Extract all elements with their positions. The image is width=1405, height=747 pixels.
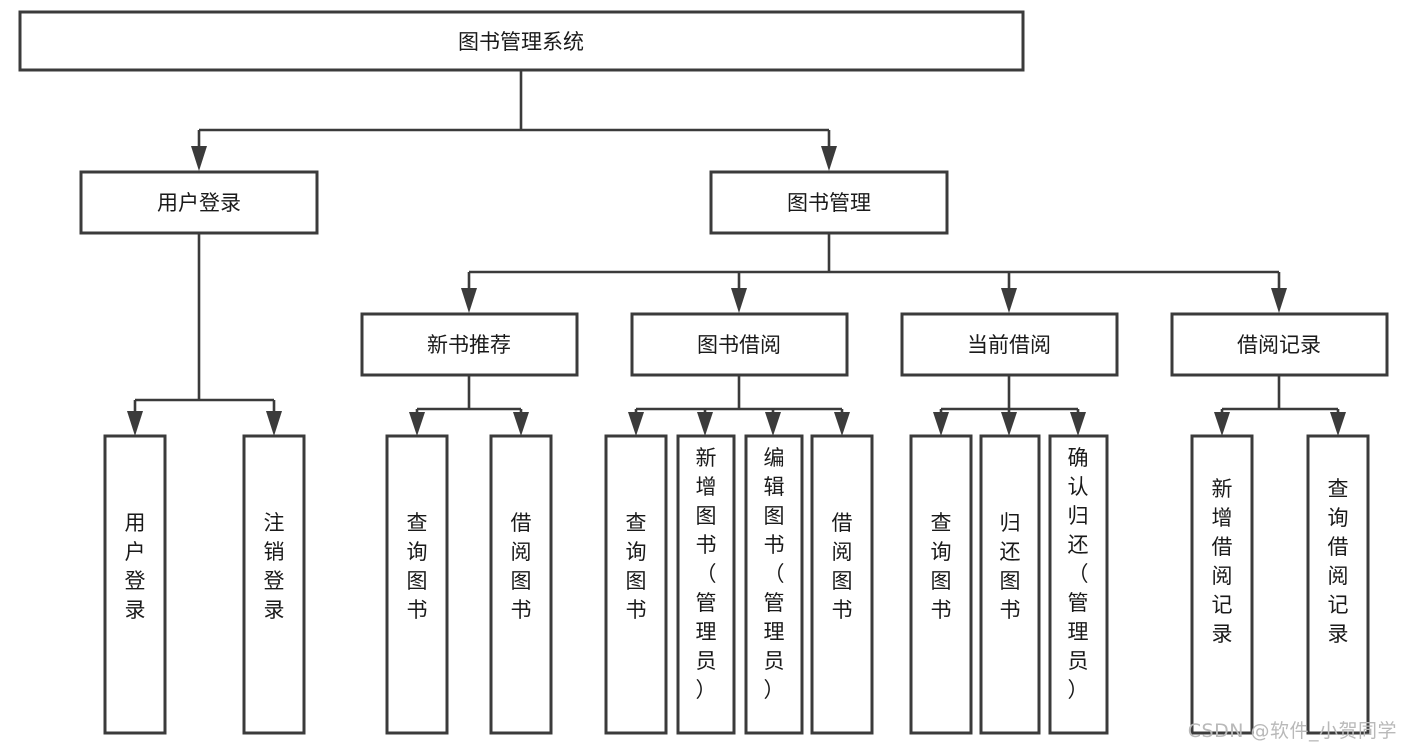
- leaf-add-book-label: 新增图书（管理员）: [696, 446, 717, 702]
- arrow-head-return-book: [1001, 412, 1017, 436]
- leaf-query-book-1-label: 查询图书: [407, 511, 428, 622]
- arrow-head-borrow-book-2: [834, 412, 850, 436]
- node-borrow-record-box[interactable]: [1170, 312, 1389, 377]
- arrow-head-confirm-return: [1070, 412, 1086, 436]
- arrow-head-query-book-1: [409, 412, 425, 436]
- leaf-query-record-label: 查询借阅记录: [1328, 477, 1349, 646]
- node-root-box[interactable]: [18, 10, 1025, 72]
- leaf-confirm-return-label: 确认归还（管理员）: [1068, 446, 1089, 702]
- node-book-manage[interactable]: 图书管理: [709, 170, 949, 235]
- node-new-book-recommend-label: 新书推荐: [427, 333, 511, 357]
- connector-group-root: [191, 71, 837, 171]
- csdn-watermark: CSDN @软件_小贺同学: [1187, 720, 1397, 742]
- leaf-add-record-label: 新增借阅记录: [1212, 477, 1233, 646]
- leaf-logout-login[interactable]: 注销登录: [242, 434, 306, 735]
- arrow-head-leaf-user-login: [127, 411, 143, 436]
- leaf-query-book-3[interactable]: 查询图书: [909, 434, 973, 735]
- leaf-add-record-box[interactable]: [1190, 434, 1254, 735]
- leaf-query-record[interactable]: 查询借阅记录: [1306, 434, 1370, 735]
- leaf-borrow-book-1-label: 借阅图书: [511, 511, 532, 622]
- node-user-login-label: 用户登录: [157, 191, 241, 215]
- arrow-head-query-book-3: [933, 412, 949, 436]
- leaf-edit-book-box[interactable]: [744, 434, 804, 735]
- arrow-head-borrowrecord: [1271, 288, 1287, 313]
- leaf-user-login[interactable]: 用户登录: [103, 434, 167, 735]
- leaf-borrow-book-2[interactable]: 借阅图书: [810, 434, 874, 735]
- arrow-head-borrow-book-1: [513, 412, 529, 436]
- leaf-edit-book[interactable]: 编辑图书（管理员）: [744, 434, 804, 735]
- node-borrow-record[interactable]: 借阅记录: [1170, 312, 1389, 377]
- node-book-manage-label: 图书管理: [787, 191, 871, 215]
- connector-group-bookborrow: [628, 375, 850, 436]
- connector-group-newbook: [409, 375, 529, 436]
- node-user-login-box[interactable]: [79, 170, 319, 235]
- leaf-query-book-1[interactable]: 查询图书: [385, 434, 449, 735]
- leaf-return-book-label: 归还图书: [1000, 511, 1021, 622]
- node-book-borrow[interactable]: 图书借阅: [630, 312, 849, 377]
- node-book-borrow-label: 图书借阅: [697, 333, 781, 357]
- arrow-head-currentborrow: [1001, 288, 1017, 313]
- leaf-query-book-2-box[interactable]: [604, 434, 668, 735]
- leaf-add-record[interactable]: 新增借阅记录: [1190, 434, 1254, 735]
- arrow-head-edit-book: [765, 412, 781, 436]
- node-current-borrow-box[interactable]: [900, 312, 1119, 377]
- node-borrow-record-label: 借阅记录: [1237, 333, 1321, 357]
- leaf-add-book-box[interactable]: [676, 434, 736, 735]
- connector-group-userlogin: [127, 233, 282, 436]
- arrow-head-add-record: [1214, 412, 1230, 436]
- arrow-head-newbook: [461, 288, 477, 313]
- leaf-return-book[interactable]: 归还图书: [979, 434, 1041, 735]
- leaf-query-book-3-label: 查询图书: [931, 511, 952, 622]
- node-user-login[interactable]: 用户登录: [79, 170, 319, 235]
- arrow-head-leaf-logout-login: [266, 411, 282, 436]
- node-current-borrow-label: 当前借阅: [967, 333, 1051, 357]
- leaf-confirm-return[interactable]: 确认归还（管理员）: [1048, 434, 1109, 735]
- leaf-add-book[interactable]: 新增图书（管理员）: [676, 434, 736, 735]
- arrow-head-userlogin: [191, 146, 207, 171]
- connector-group-borrowrecord: [1214, 375, 1346, 436]
- connector-group-currentborrow: [933, 375, 1086, 436]
- arrow-head-query-book-2: [628, 412, 644, 436]
- leaf-borrow-book-1[interactable]: 借阅图书: [489, 434, 553, 735]
- leaf-edit-book-label: 编辑图书（管理员）: [764, 446, 785, 702]
- arrow-head-query-record: [1330, 412, 1346, 436]
- leaf-logout-login-box[interactable]: [242, 434, 306, 735]
- node-root[interactable]: 图书管理系统: [18, 10, 1025, 72]
- leaf-query-book-1-box[interactable]: [385, 434, 449, 735]
- leaf-logout-login-label: 注销登录: [264, 511, 285, 622]
- leaf-user-login-box[interactable]: [103, 434, 167, 735]
- leaf-query-book-2[interactable]: 查询图书: [604, 434, 668, 735]
- node-book-borrow-box[interactable]: [630, 312, 849, 377]
- leaf-borrow-book-2-label: 借阅图书: [832, 511, 853, 622]
- leaf-borrow-book-2-box[interactable]: [810, 434, 874, 735]
- arrow-head-add-book: [697, 412, 713, 436]
- connector-group-bookmanage: [461, 233, 1287, 313]
- leaf-query-record-box[interactable]: [1306, 434, 1370, 735]
- node-book-manage-box[interactable]: [709, 170, 949, 235]
- arrow-head-bookborrow: [731, 288, 747, 313]
- node-new-book-recommend[interactable]: 新书推荐: [360, 312, 579, 377]
- leaf-borrow-book-1-box[interactable]: [489, 434, 553, 735]
- leaf-confirm-return-box[interactable]: [1048, 434, 1109, 735]
- leaf-user-login-label: 用户登录: [125, 511, 146, 622]
- leaf-return-book-box[interactable]: [979, 434, 1041, 735]
- arrow-head-bookmanage: [821, 146, 837, 171]
- node-current-borrow[interactable]: 当前借阅: [900, 312, 1119, 377]
- node-root-label: 图书管理系统: [458, 30, 584, 54]
- leaf-query-book-3-box[interactable]: [909, 434, 973, 735]
- node-new-book-recommend-box[interactable]: [360, 312, 579, 377]
- leaf-query-book-2-label: 查询图书: [626, 511, 647, 622]
